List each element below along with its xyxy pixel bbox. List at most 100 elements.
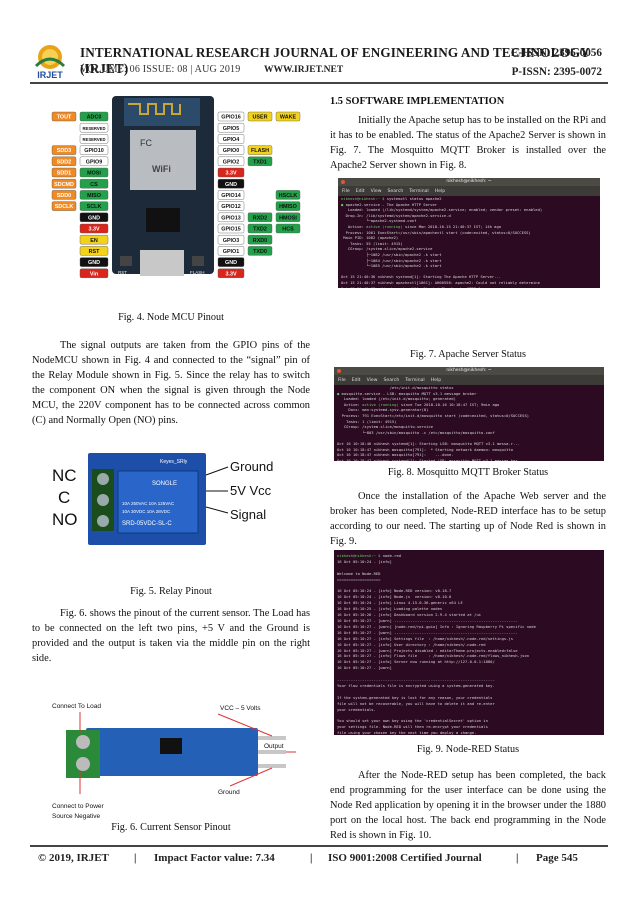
menu-edit[interactable]: Edit [355, 188, 365, 194]
apache-terminal-output: nikhesh@nikhesh:~ $ systemctl status apa… [338, 196, 600, 288]
fig6-caption: Fig. 6. Current Sensor Pinout [111, 822, 231, 833]
pin-right-3-name-bg [217, 145, 245, 155]
pin-left-13-name-bg [79, 257, 109, 267]
acs-chip [160, 738, 182, 754]
volume-issue: VOLUME: 06 ISSUE: 08 | AUG 2019 [80, 64, 241, 75]
footer-iso: ISO 9001:2008 Certified Journal [328, 852, 482, 864]
pin-left-8-name: SCLK [87, 204, 102, 210]
pin-right-1-name: GPIO5 [223, 126, 239, 132]
figure-relay-pinout: SONGLE 10A 250VAC 10A 125VAC 10A 30VDC 1… [52, 449, 298, 549]
pin-left-3-name: GPIO10 [84, 148, 103, 154]
pin-right-13-name-bg [217, 257, 245, 267]
pin-right-7-alt-bg [275, 190, 301, 200]
close-icon[interactable] [337, 369, 341, 373]
pin-left-6-func-bg [51, 178, 77, 189]
terminal-screw-nc [97, 473, 109, 485]
label-nc: NC [52, 466, 77, 485]
pin-left-12-name-bg [79, 246, 109, 256]
menu-help[interactable]: Help [434, 188, 446, 194]
pin-right-5-name-bg [217, 167, 245, 178]
flash-label: FLASH [190, 270, 205, 275]
figure-apache-status: nikhesh@nikhesh: ~ File Edit View Search… [338, 178, 600, 288]
close-icon[interactable] [341, 180, 345, 184]
pin-right-10-func-bg [247, 223, 273, 234]
nodered-terminal-output: nikhesh@nikhesh:~ $ node-red 16 Oct 05:1… [334, 550, 604, 735]
menu-edit[interactable]: Edit [351, 377, 361, 383]
pin-right-11-func: RXD0 [253, 238, 267, 244]
flash-button [192, 256, 204, 266]
pin-right-7-name: GPIO14 [221, 193, 240, 199]
menu-search[interactable]: Search [387, 188, 404, 194]
pin-right-7-alt: HSCLK [279, 193, 298, 199]
footer-sep-2: | [310, 852, 313, 864]
pin-right-4-func-bg [247, 156, 273, 167]
relay-rating-1: 10A 250VAC 10A 125VAC [122, 501, 175, 506]
pin-right-10-func: TXD2 [253, 227, 267, 233]
menu-terminal[interactable]: Terminal [405, 377, 425, 383]
pin-right-9-func: RXD2 [253, 215, 267, 221]
terminal-screw-2 [76, 757, 90, 771]
pin-right-0-alt: WAKE [280, 115, 297, 121]
irjet-logo-icon: IRJET [34, 45, 66, 80]
pin-right-2-name: GPIO4 [223, 137, 239, 143]
eissn: E-ISSN: 2395-0056 [510, 47, 602, 59]
fig8-caption: Fig. 8. Mosquitto MQTT Broker Status [387, 467, 549, 478]
pin-left-2-name: RESERVED [83, 137, 106, 142]
journal-title: INTERNATIONAL RESEARCH JOURNAL OF ENGINE… [80, 45, 590, 76]
footer-impact: Impact Factor value: 7.34 [154, 852, 275, 864]
page-footer: © 2019, IRJET | Impact Factor value: 7.3… [38, 852, 604, 868]
pin-left-13-name: GND [88, 260, 100, 266]
ground-arrow [229, 767, 273, 787]
figure-nodered-status: nikhesh@nikhesh:~ $ node-red 16 Oct 05:1… [334, 550, 604, 735]
pin-left-9-name: GND [88, 215, 100, 221]
esp-shield [130, 130, 196, 190]
menu-file[interactable]: File [338, 377, 346, 383]
footer-sep-1: | [134, 852, 137, 864]
pin-left-4-name-bg [79, 156, 109, 167]
antenna-area [124, 98, 200, 126]
terminal-titlebar: nikhesh@nikhesh: ~ [334, 367, 604, 375]
pin-right-8-name-bg [217, 201, 245, 211]
pin-left-5-func-bg [51, 167, 77, 178]
pin-left-6-func: SDCMD [54, 182, 74, 188]
figure-current-sensor: Connect To Load VCC – 5 Volts Output Gro… [50, 698, 300, 832]
fig9-caption: Fig. 9. Node-RED Status [416, 744, 520, 755]
pin-right-10-alt: HCS [282, 227, 294, 233]
terminal-menubar: File Edit View Search Terminal Help [334, 375, 604, 385]
pin-left-1-name-bg [79, 123, 109, 133]
menu-file[interactable]: File [342, 188, 350, 194]
relay-brand: SONGLE [152, 481, 177, 487]
pin-left-14-name-bg [79, 268, 109, 279]
pin-left-0-func: TOUT [57, 115, 72, 121]
ground-leader [205, 466, 229, 476]
pin-right-0-func-bg [247, 111, 273, 122]
menu-search[interactable]: Search [383, 377, 400, 383]
pin-right-1-name-bg [217, 123, 245, 133]
menu-terminal[interactable]: Terminal [409, 188, 429, 194]
vcc-arrow [217, 713, 273, 737]
left-paragraph-2: Fig. 6. shows the pinout of the current … [32, 608, 310, 664]
label-c: C [58, 488, 70, 507]
signal-leader [205, 506, 229, 514]
rst-button [120, 256, 132, 266]
pin-right-12-name-bg [217, 246, 245, 256]
menu-view[interactable]: View [366, 377, 378, 383]
menu-help[interactable]: Help [430, 377, 442, 383]
pin-left-8-func: SDCLK [55, 204, 74, 210]
wifi-mark: WiFi [152, 164, 171, 174]
pin-left-6-name-bg [79, 178, 109, 189]
pin-left-9-name-bg [79, 212, 109, 223]
pin-right-5-name: 3.3V [225, 171, 236, 177]
antenna-trace [128, 103, 181, 115]
menu-view[interactable]: View [370, 188, 382, 194]
pin-right-12-func: TXD0 [253, 249, 267, 255]
rst-label: RST [118, 270, 127, 275]
pin-right-9-func-bg [247, 212, 273, 223]
pin-left-3-func: SDD3 [57, 148, 71, 154]
journal-url[interactable]: WWW.IRJET.NET [264, 65, 344, 75]
relay-model: SRD-05VDC-SL-C [122, 521, 172, 527]
fig7-caption: Fig. 7. Apache Server Status [409, 349, 526, 360]
terminal-window-title: nikhesh@nikhesh: ~ [446, 179, 492, 184]
